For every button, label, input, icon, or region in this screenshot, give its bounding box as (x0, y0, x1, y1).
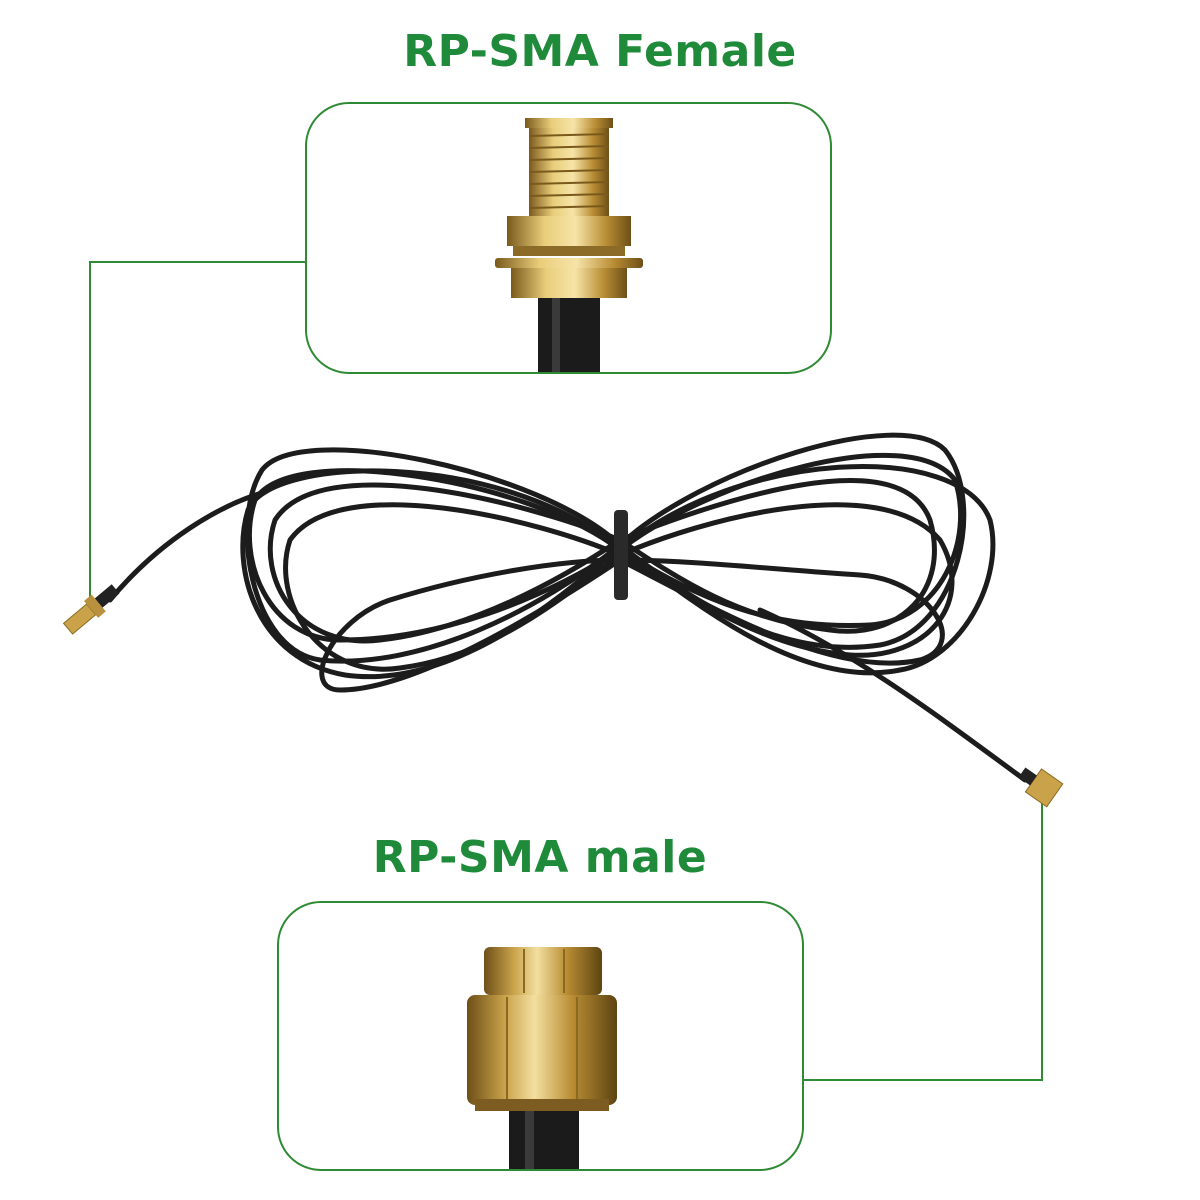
coiled-cable (107, 432, 1028, 783)
female-leader-line (89, 261, 305, 600)
label-rp-sma-male: RP-SMA male (372, 832, 708, 883)
cable-tie (614, 510, 628, 600)
male-leader-line (804, 792, 1043, 1081)
callout-rp-sma-male (277, 901, 804, 1171)
callout-rp-sma-female (305, 102, 832, 374)
rp-sma-male-connector (467, 947, 617, 1169)
small-female-connector (62, 584, 120, 635)
label-rp-sma-female: RP-SMA Female (403, 26, 797, 77)
small-male-connector (1018, 767, 1064, 808)
rp-sma-female-connector (495, 118, 643, 372)
